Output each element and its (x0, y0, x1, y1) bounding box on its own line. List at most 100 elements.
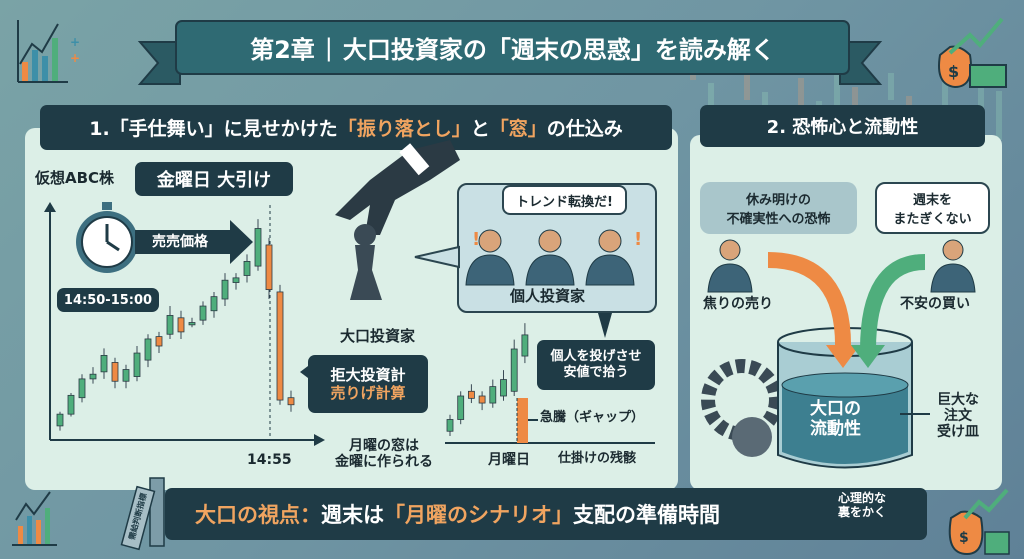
candle (521, 334, 529, 357)
candle (100, 354, 108, 373)
person-head (942, 239, 964, 261)
exclamation-icon: ! (634, 229, 642, 250)
time-mark-label: 14:55 (247, 452, 292, 468)
candle (111, 362, 119, 382)
title-text: 大口投資家の「週末の思惑」を読み解く (342, 36, 775, 64)
investor-body (465, 254, 515, 286)
title-separator: | (324, 33, 333, 62)
background-candle (942, 82, 948, 120)
speech-bubble: トレンド転換だ! (502, 185, 627, 215)
panic-sell-label: 焦りの売り (703, 296, 773, 312)
money-bag-icon-bottom: $ (948, 488, 1010, 556)
callout-pointer (300, 366, 308, 378)
candle (133, 352, 141, 377)
person-body (707, 263, 753, 293)
big-calc-box: 拒大投資計 売りげ計算 (308, 355, 428, 413)
price-arrow-label: 売売価格 (152, 234, 208, 250)
candle (446, 419, 454, 432)
candle (265, 244, 273, 290)
sell-arrow (767, 252, 852, 351)
section2-heading: 2. 恐怖心と流動性 (700, 105, 985, 147)
retail-investors-label: 個人投資家 (510, 287, 586, 305)
bar-chart-icon: ++ (17, 20, 80, 83)
exclamation-icon: ! (472, 229, 480, 250)
candle (78, 378, 86, 399)
bar-chart-icon-bottom (12, 491, 57, 546)
window-note: 月曜の窓は 金曜に作られる (335, 438, 433, 471)
candle (89, 373, 97, 380)
candle (210, 296, 218, 312)
candle (166, 315, 174, 335)
stopwatch-icon (76, 202, 138, 273)
candle (254, 228, 262, 267)
buy-arrow (860, 254, 926, 351)
fear-bubble: 休み明けの 不確実性への恐怖 (700, 182, 857, 234)
sell-arrow-head (826, 345, 860, 368)
monday-label: 月曜日 (488, 452, 530, 468)
candle (67, 394, 75, 415)
retail-note-box: 個人を投げさせ 安値で拾う (537, 340, 655, 390)
candle (232, 277, 240, 283)
svg-text:+: + (70, 35, 80, 49)
investor-head (598, 229, 622, 253)
candle (122, 369, 130, 382)
worried-investors-icon: !! (465, 229, 642, 286)
anxious-buy-label: 不安の買い (900, 296, 970, 312)
candle (199, 305, 207, 321)
person-body (930, 263, 976, 293)
candle (221, 279, 229, 300)
person-head (719, 239, 741, 261)
footer-side-note: 心理的な 裏をかく (838, 491, 887, 519)
gear-icon (701, 359, 783, 441)
gap-label: 急騰（ギャップ） (540, 410, 645, 425)
candle (287, 397, 295, 406)
books-icon (120, 477, 165, 551)
hold-bubble: 週末を またぎくない (875, 182, 990, 234)
big-investor-label: 大口投資家 (340, 327, 416, 345)
candle (478, 395, 486, 404)
background-candle (996, 91, 1002, 140)
candle (467, 390, 475, 399)
candle (243, 260, 251, 276)
time-range-label: 14:50-15:00 (57, 288, 159, 312)
candle (56, 413, 64, 427)
investor-head (478, 229, 502, 253)
chapter-label: 第2章 (250, 36, 315, 64)
candle (457, 395, 465, 420)
hand-moving-pawn-icon (335, 140, 460, 300)
candle (510, 348, 518, 392)
candle (276, 291, 284, 401)
remnant-label: 仕掛けの残骸 (558, 451, 637, 466)
stock-label: 仮想ABC株 (35, 169, 115, 187)
background-candle (888, 73, 894, 100)
gap-bar (517, 398, 528, 443)
svg-text:+: + (70, 51, 80, 65)
section1-heading: 1.「手仕舞い」に見せかけた「振り落とし」と「窓」の仕込み (40, 105, 672, 150)
candle (489, 386, 497, 404)
investor-body (525, 254, 575, 286)
x-axis-arrow (314, 434, 325, 446)
background-candle (744, 69, 750, 100)
investor-head (538, 229, 562, 253)
note-pointer (598, 313, 612, 338)
gear-icon (732, 417, 772, 457)
candle (500, 379, 507, 397)
order-receiver-label: 巨大な 注文 受け皿 (937, 392, 979, 441)
friday-close-label: 金曜日 大引け (135, 162, 293, 196)
candle (188, 322, 196, 326)
title-banner: 第2章 | 大口投資家の「週末の思惑」を読み解く (175, 20, 850, 75)
buy-arrow-head (851, 345, 885, 368)
price-arrow (135, 220, 253, 264)
svg-text:$: $ (948, 62, 959, 81)
candle (155, 336, 163, 347)
footer-banner: 大口の視点：週末は「月曜のシナリオ」支配の準備時間 (165, 488, 927, 540)
money-bag-icon: $ (938, 17, 1007, 89)
background-candle (978, 68, 984, 130)
candle (144, 338, 152, 361)
liquidity-label: 大口の 流動性 (810, 399, 861, 439)
svg-text:$: $ (959, 530, 969, 546)
